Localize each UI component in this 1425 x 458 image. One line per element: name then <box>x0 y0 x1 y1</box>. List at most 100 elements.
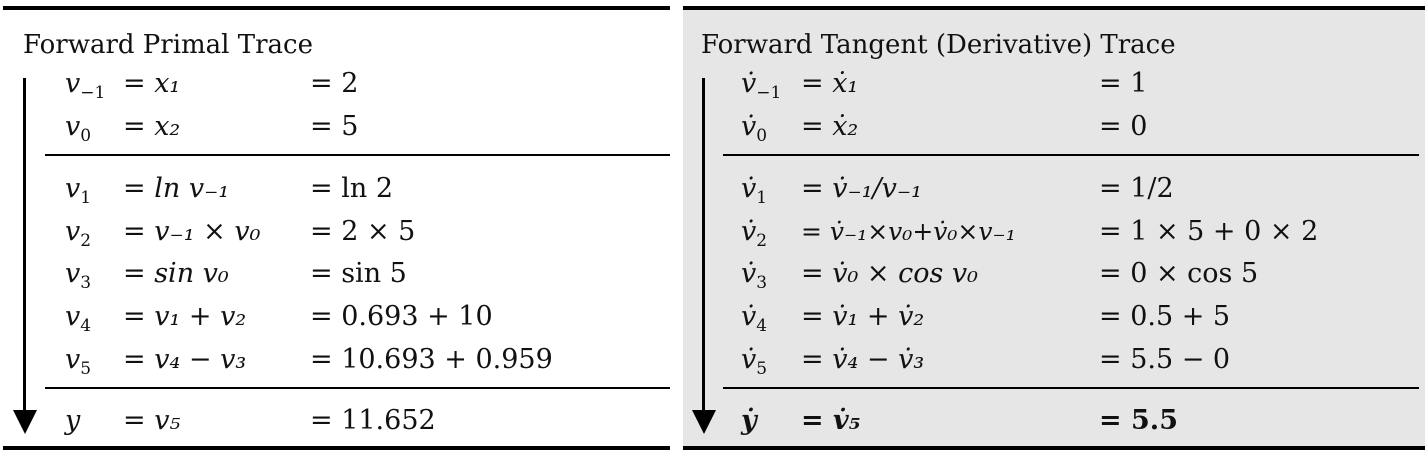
primal-value: = 0.693 + 10 <box>310 301 493 332</box>
primal-arrow-shaft <box>23 78 26 412</box>
primal-expression: = v₁ + v₂ <box>123 301 247 332</box>
tangent-expression: = ẋ₂ <box>801 111 859 142</box>
primal-lhs: y <box>65 401 80 441</box>
tangent-lhs: v̇2 <box>741 212 767 252</box>
tangent-lhs-symbol: v̇ <box>741 258 757 289</box>
primal-divider-1 <box>45 154 670 156</box>
primal-lhs-symbol: v <box>65 111 81 142</box>
tangent-expression: = ẋ₁ <box>801 68 859 99</box>
primal-expression: = x₁ <box>123 68 181 99</box>
tangent-lhs-subscript: 3 <box>756 273 768 293</box>
tangent-lhs-symbol: v̇ <box>741 301 757 332</box>
tangent-lhs-symbol: v̇ <box>741 344 757 375</box>
tangent-expression: = v̇₀ × cos v₀ <box>801 258 978 289</box>
primal-lhs: v4 <box>65 297 91 337</box>
tangent-lhs-symbol: v̇ <box>741 216 757 247</box>
down-arrow-icon <box>12 410 37 434</box>
primal-lhs: v−1 <box>65 64 105 104</box>
tangent-row: v̇3 = v̇₀ × cos v₀ = 0 × cos 5 <box>683 254 1425 294</box>
tangent-lhs: v̇5 <box>741 340 767 380</box>
tangent-lhs: v̇3 <box>741 254 767 294</box>
tangent-expression: = v̇₋₁/v₋₁ <box>801 173 922 204</box>
primal-lhs-symbol: y <box>65 405 81 436</box>
primal-trace-panel: Forward Primal Trace v−1 = x₁ = 2 v0 = x… <box>3 6 670 450</box>
primal-expression: = v₄ − v₃ <box>123 344 247 375</box>
primal-expression: = x₂ <box>123 111 181 142</box>
primal-value: = ln 2 <box>310 173 393 204</box>
primal-lhs-subscript: 0 <box>80 126 92 146</box>
tangent-expression: = v̇₅ <box>801 405 861 436</box>
primal-expression: = v₅ <box>123 405 181 436</box>
primal-lhs: v1 <box>65 169 91 209</box>
tangent-lhs-subscript: 4 <box>756 316 768 336</box>
primal-row: v−1 = x₁ = 2 <box>3 64 670 104</box>
tangent-value: = 1/2 <box>1099 173 1174 204</box>
tangent-value: = 5.5 − 0 <box>1099 344 1231 375</box>
tangent-value: = 0.5 + 5 <box>1099 301 1231 332</box>
tangent-lhs-subscript: 1 <box>756 188 768 208</box>
tangent-lhs: v̇1 <box>741 169 767 209</box>
primal-value: = 2 × 5 <box>310 216 416 247</box>
tangent-lhs-symbol: ẏ <box>741 405 757 436</box>
tangent-value: = 0 × cos 5 <box>1099 258 1259 289</box>
primal-lhs-symbol: v <box>65 344 81 375</box>
tangent-arrow-shaft <box>702 78 705 412</box>
tangent-lhs-subscript: 0 <box>756 126 768 146</box>
tangent-row: v̇4 = v̇₁ + v̇₂ = 0.5 + 5 <box>683 297 1425 337</box>
tangent-lhs: v̇0 <box>741 107 767 147</box>
primal-expression: = v₋₁ × v₀ <box>123 216 261 247</box>
tangent-row: v̇0 = ẋ₂ = 0 <box>683 107 1425 147</box>
tangent-lhs: ẏ <box>741 401 757 441</box>
primal-row: v3 = sin v₀ = sin 5 <box>3 254 670 294</box>
tangent-row: v̇1 = v̇₋₁/v₋₁ = 1/2 <box>683 169 1425 209</box>
primal-lhs-subscript: 5 <box>80 359 92 379</box>
primal-row: v4 = v₁ + v₂ = 0.693 + 10 <box>3 297 670 337</box>
tangent-expression: = v̇₋₁×v₀+v̇₀×v₋₁ <box>801 217 1016 246</box>
tangent-row: v̇−1 = ẋ₁ = 1 <box>683 64 1425 104</box>
primal-value: = 2 <box>310 68 359 99</box>
tangent-trace-panel: Forward Tangent (Derivative) Trace v̇−1 … <box>683 6 1425 450</box>
tangent-value: = 1 <box>1099 68 1148 99</box>
primal-lhs-symbol: v <box>65 68 81 99</box>
primal-row: v1 = ln v₋₁ = ln 2 <box>3 169 670 209</box>
down-arrow-icon <box>691 410 716 434</box>
primal-value: = 11.652 <box>310 405 436 436</box>
primal-lhs-symbol: v <box>65 258 81 289</box>
primal-lhs-symbol: v <box>65 216 81 247</box>
tangent-row: v̇2 = v̇₋₁×v₀+v̇₀×v₋₁ = 1 × 5 + 0 × 2 <box>683 212 1425 252</box>
primal-output-row: y = v₅ = 11.652 <box>3 401 670 441</box>
primal-lhs: v3 <box>65 254 91 294</box>
primal-lhs: v0 <box>65 107 91 147</box>
primal-value: = 5 <box>310 111 359 142</box>
tangent-output-row: ẏ = v̇₅ = 5.5 <box>683 401 1425 441</box>
primal-lhs-subscript: −1 <box>80 83 106 103</box>
primal-lhs-symbol: v <box>65 301 81 332</box>
primal-row: v0 = x₂ = 5 <box>3 107 670 147</box>
primal-lhs-subscript: 4 <box>80 316 92 336</box>
tangent-lhs-symbol: v̇ <box>741 173 757 204</box>
tangent-lhs-subscript: 2 <box>756 231 768 251</box>
primal-lhs-subscript: 3 <box>80 273 92 293</box>
tangent-lhs-symbol: v̇ <box>741 68 757 99</box>
tangent-lhs: v̇−1 <box>741 64 781 104</box>
tangent-divider-2 <box>723 387 1419 389</box>
tangent-lhs: v̇4 <box>741 297 767 337</box>
primal-lhs: v2 <box>65 212 91 252</box>
tangent-value: = 5.5 <box>1099 405 1178 436</box>
primal-lhs: v5 <box>65 340 91 380</box>
primal-lhs-subscript: 1 <box>80 188 92 208</box>
tangent-value: = 0 <box>1099 111 1148 142</box>
primal-row: v5 = v₄ − v₃ = 10.693 + 0.959 <box>3 340 670 380</box>
tangent-lhs-subscript: −1 <box>756 83 782 103</box>
tangent-divider-1 <box>723 154 1419 156</box>
tangent-expression: = v̇₁ + v̇₂ <box>801 301 925 332</box>
tangent-trace-title: Forward Tangent (Derivative) Trace <box>701 30 1176 60</box>
primal-value: = sin 5 <box>310 258 407 289</box>
tangent-value: = 1 × 5 + 0 × 2 <box>1099 216 1319 247</box>
tangent-row: v̇5 = v̇₄ − v̇₃ = 5.5 − 0 <box>683 340 1425 380</box>
primal-lhs-subscript: 2 <box>80 231 92 251</box>
tangent-lhs-subscript: 5 <box>756 359 768 379</box>
primal-trace-title: Forward Primal Trace <box>23 30 313 60</box>
primal-lhs-symbol: v <box>65 173 81 204</box>
tangent-lhs-symbol: v̇ <box>741 111 757 142</box>
